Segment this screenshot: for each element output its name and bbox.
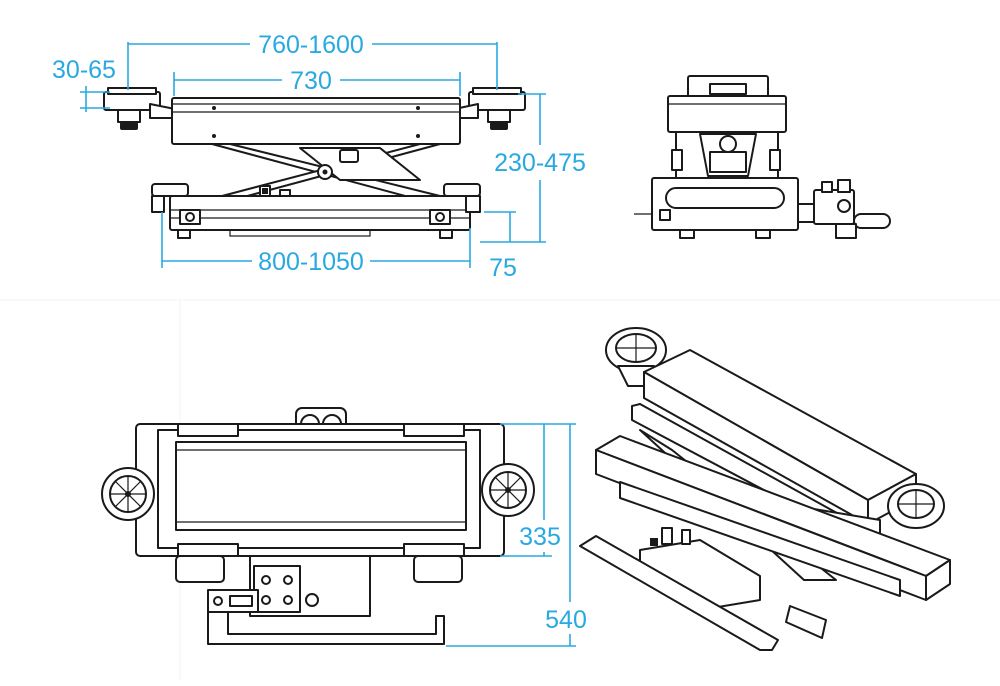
top-view bbox=[101, 407, 535, 645]
front-view bbox=[634, 75, 891, 239]
label-top-depth: 540 bbox=[545, 606, 587, 634]
top-platform bbox=[171, 97, 461, 145]
label-base-height: 75 bbox=[489, 254, 517, 282]
label-base-length: 800-1050 bbox=[258, 248, 364, 276]
saddle-pad-right bbox=[468, 87, 526, 130]
label-platform-length: 730 bbox=[290, 67, 332, 95]
isometric-view bbox=[579, 327, 951, 651]
label-saddle-height: 30-65 bbox=[52, 56, 116, 84]
top-view-dimension-labels: 335 540 bbox=[519, 523, 587, 634]
side-view bbox=[103, 87, 526, 239]
side-view-dimension-labels: 760-1600 730 30-65 230-475 800-1050 75 bbox=[52, 31, 586, 282]
top-view-saddle-left bbox=[101, 467, 155, 521]
label-lift-range: 230-475 bbox=[494, 149, 586, 177]
label-top-width: 335 bbox=[519, 523, 561, 551]
top-view-saddle-right bbox=[481, 463, 535, 517]
iso-saddle-front bbox=[887, 483, 945, 529]
scissor-mechanism bbox=[211, 143, 441, 201]
label-saddle-span: 760-1600 bbox=[258, 31, 364, 59]
top-view-dimensions bbox=[446, 423, 576, 647]
saddle-pad-left bbox=[103, 87, 161, 130]
side-view-dimensions bbox=[80, 42, 546, 268]
base-frame bbox=[151, 183, 481, 239]
